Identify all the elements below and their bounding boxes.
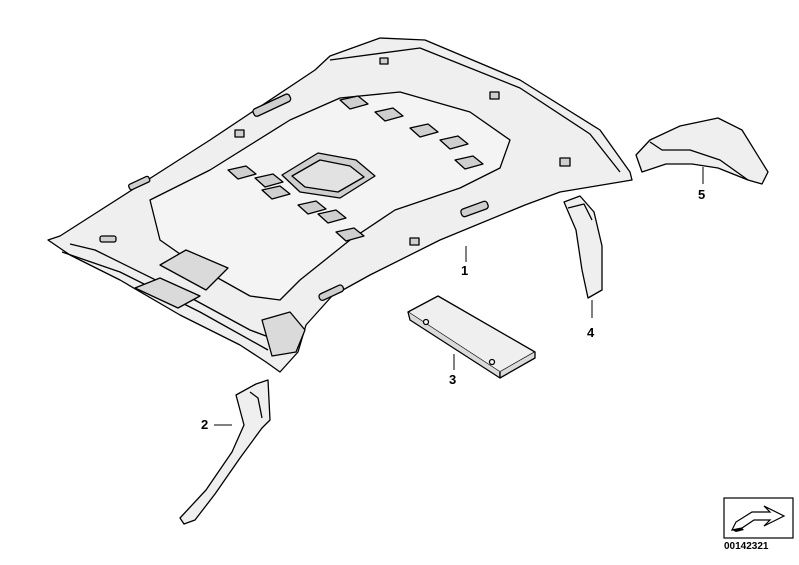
- leader-lines: [214, 167, 704, 426]
- pillar-trim-part-2[interactable]: [179, 379, 271, 525]
- callout-2: 2: [201, 417, 209, 432]
- cover-panel-part-3[interactable]: [407, 295, 536, 379]
- pillar-trim-part-5[interactable]: [635, 117, 769, 185]
- callout-1: 1: [461, 263, 469, 278]
- document-number: 00142321: [724, 541, 769, 552]
- headliner-part-1[interactable]: [47, 37, 633, 373]
- callout-3: 3: [449, 372, 457, 387]
- callout-4: 4: [587, 325, 595, 340]
- callout-5: 5: [698, 187, 706, 202]
- arrow-icon: [723, 497, 794, 539]
- pillar-trim-part-4[interactable]: [563, 195, 603, 299]
